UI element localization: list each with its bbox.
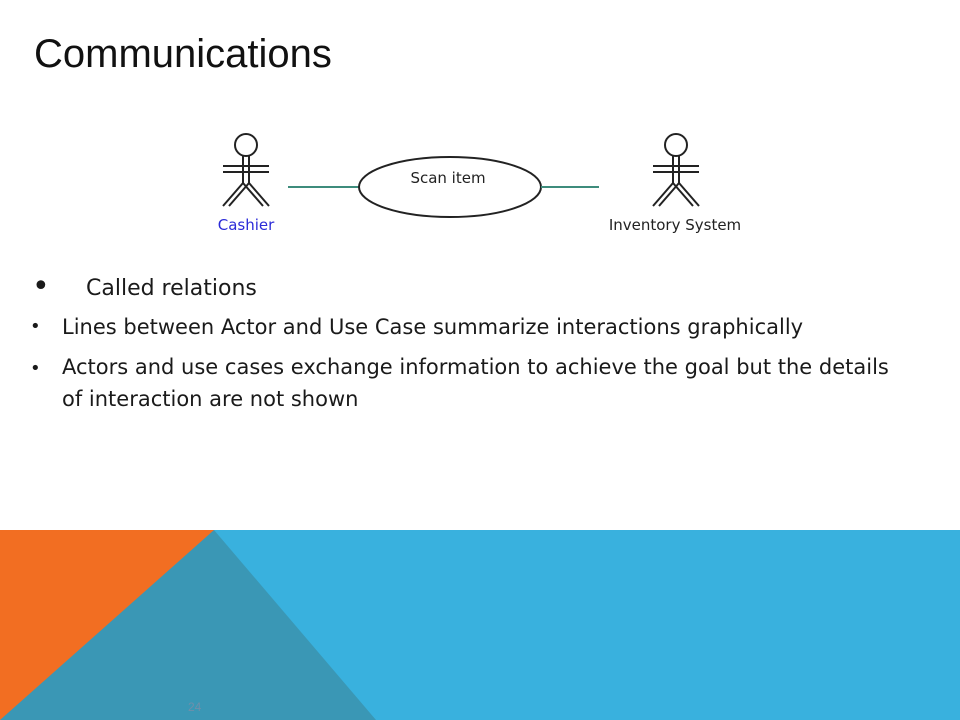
footer-orange-triangle [0, 530, 214, 720]
actor-inventory-label: Inventory System [609, 216, 741, 234]
bullet-item: • Lines between Actor and Use Case summa… [28, 313, 908, 341]
use-case-ellipse [358, 156, 542, 218]
bullet-text: Called relations [86, 276, 257, 301]
actor-cashier-figure [222, 133, 270, 207]
use-case-label: Scan item [410, 169, 485, 187]
page-number: 24 [188, 700, 202, 714]
actor-cashier-label: Cashier [218, 216, 275, 234]
use-case-diagram: Cashier Scan item Inventory System [218, 133, 741, 234]
bullet-dot: • [32, 269, 50, 304]
bullet-text: Lines between Actor and Use Case summari… [62, 315, 804, 339]
footer-decoration [0, 530, 960, 720]
slide-title: Communications [34, 32, 332, 76]
bullet-item: • Called relations [28, 269, 908, 304]
bullet-item: • Actors and use cases exchange informat… [28, 351, 908, 415]
bullet-list: • Called relations • Lines between Actor… [28, 269, 908, 415]
bullet-dot: • [30, 358, 41, 379]
actor-inventory-figure [652, 133, 700, 207]
bullet-text: Actors and use cases exchange informatio… [62, 355, 889, 411]
bullet-dot: • [30, 316, 41, 337]
